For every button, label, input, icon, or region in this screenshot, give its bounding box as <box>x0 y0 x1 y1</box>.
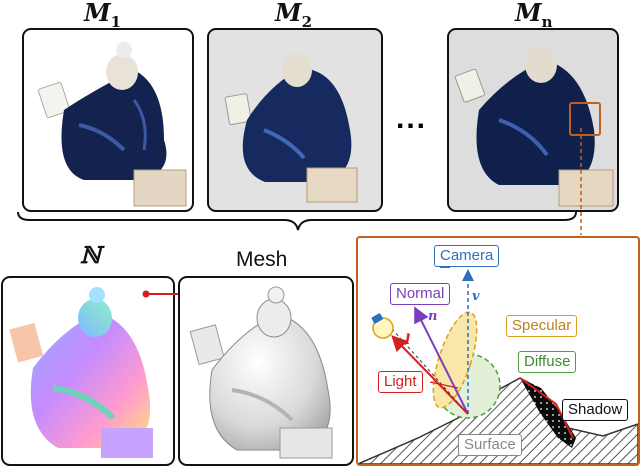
zoom-connector <box>570 110 600 240</box>
title-m2: M2 <box>275 0 312 31</box>
title-mn-base: M <box>515 0 542 27</box>
ellipsis: ... <box>396 102 427 136</box>
mesh-panel <box>178 276 354 466</box>
n-label: n <box>428 309 437 324</box>
brace <box>14 210 580 232</box>
title-mn: Mn <box>515 0 552 31</box>
normal-map-panel <box>1 276 175 466</box>
photo-panel-1 <box>22 28 194 212</box>
light-tag: Light <box>378 371 423 393</box>
surface-tag: Surface <box>458 434 522 456</box>
figurine-photo-1 <box>24 30 192 210</box>
v-label: v <box>472 289 480 304</box>
camera-tag: Camera <box>434 245 499 267</box>
photo-panel-2 <box>207 28 383 212</box>
shadow-tag: Shadow <box>562 399 628 421</box>
title-m1: M1 <box>84 0 121 31</box>
mesh-label: Mesh <box>236 248 287 272</box>
normal-map-label: ℕ <box>80 242 101 269</box>
l-label: l <box>405 332 410 348</box>
mesh-image <box>180 278 352 464</box>
reflectance-diagram: v n l <box>358 238 638 464</box>
title-m2-base: M <box>275 0 302 27</box>
light-bulb-icon <box>371 313 393 338</box>
normal-map-image <box>3 278 173 464</box>
title-m1-base: M <box>84 0 111 27</box>
diffuse-tag: Diffuse <box>518 351 576 373</box>
reflectance-inset: v n l Camera Normal Specular Diffuse Lig… <box>356 236 640 466</box>
normal-tag: Normal <box>390 283 450 305</box>
specular-tag: Specular <box>506 315 577 337</box>
figurine-photo-2 <box>209 30 381 210</box>
